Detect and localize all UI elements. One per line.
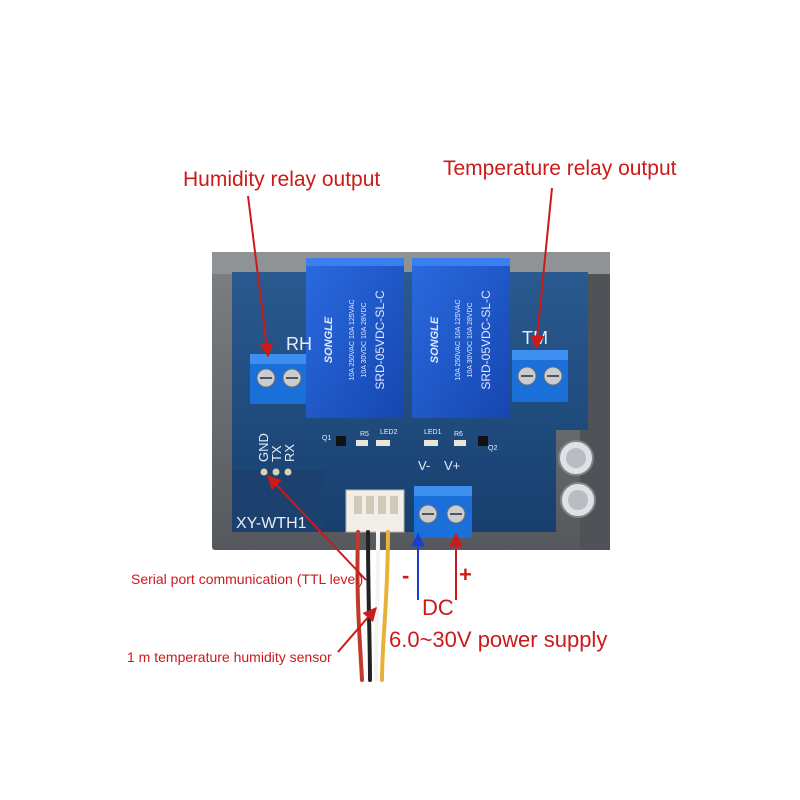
- relay-brand-text: SONGLE: [429, 316, 441, 363]
- model-silkscreen: XY-WTH1: [236, 515, 307, 532]
- serial-header-pins: [260, 468, 292, 476]
- r6-silkscreen: R6: [454, 431, 463, 438]
- relay-rating-text: 10A 30VDC 10A 28VDC: [361, 302, 368, 377]
- led2-silkscreen: LED2: [380, 429, 398, 436]
- humidity-relay: [306, 258, 404, 418]
- humidity-arrow: [247, 195, 274, 358]
- smd-components: [336, 436, 488, 446]
- serial-arrow: [267, 474, 367, 581]
- rh-silkscreen: RH: [286, 334, 312, 354]
- gnd-silkscreen: GND: [256, 433, 271, 462]
- relay-model-text: SRD-05VDC-SL-C: [479, 290, 493, 390]
- sensor-connector: [345, 489, 405, 533]
- sensor-arrow: [337, 606, 377, 653]
- relay-rating-text: 10A 250VAC 10A 125VAC: [455, 299, 462, 380]
- capacitor: [560, 482, 596, 518]
- tm-silkscreen: TM: [522, 328, 548, 348]
- serial-port-label: Serial port communication (TTL level): [131, 571, 364, 587]
- capacitor: [558, 440, 594, 476]
- sensor-label: 1 m temperature humidity sensor: [127, 649, 332, 665]
- relay-model-text: SRD-05VDC-SL-C: [373, 290, 387, 390]
- dc-power-terminal-block: [414, 486, 472, 538]
- q1-silkscreen: Q1: [322, 435, 331, 442]
- dc-label: DC: [422, 595, 454, 620]
- dc-minus-label: -: [402, 563, 410, 588]
- power-supply-label: 6.0~30V power supply: [389, 627, 608, 652]
- vminus-silkscreen: V-: [418, 458, 430, 473]
- dc-plus-label: +: [459, 562, 472, 587]
- rh-terminal-block: [250, 354, 306, 404]
- temperature-relay: [412, 258, 510, 418]
- led1-silkscreen: LED1: [424, 429, 442, 436]
- relay-brand-text: SONGLE: [323, 316, 335, 363]
- temperature-relay-markings: SONGLE 10A 250VAC 10A 125VAC 10A 30VDC 1…: [429, 290, 493, 390]
- q2-silkscreen: Q2: [488, 445, 497, 452]
- sensor-cable: [355, 530, 390, 682]
- temperature-arrow: [530, 187, 553, 350]
- humidity-relay-label: Humidity relay output: [183, 168, 381, 191]
- tx-silkscreen: TX: [269, 445, 284, 462]
- temperature-relay-label: Temperature relay output: [443, 157, 677, 180]
- tm-terminal-block: [512, 350, 568, 402]
- relay-rating-text: 10A 30VDC 10A 28VDC: [467, 302, 474, 377]
- humidity-relay-markings: SONGLE 10A 250VAC 10A 125VAC 10A 30VDC 1…: [323, 290, 387, 390]
- rx-silkscreen: RX: [282, 444, 297, 462]
- r5-silkscreen: R5: [360, 431, 369, 438]
- annotation-arrows: [247, 187, 553, 653]
- vplus-silkscreen: V+: [444, 458, 460, 473]
- relay-rating-text: 10A 250VAC 10A 125VAC: [349, 299, 356, 380]
